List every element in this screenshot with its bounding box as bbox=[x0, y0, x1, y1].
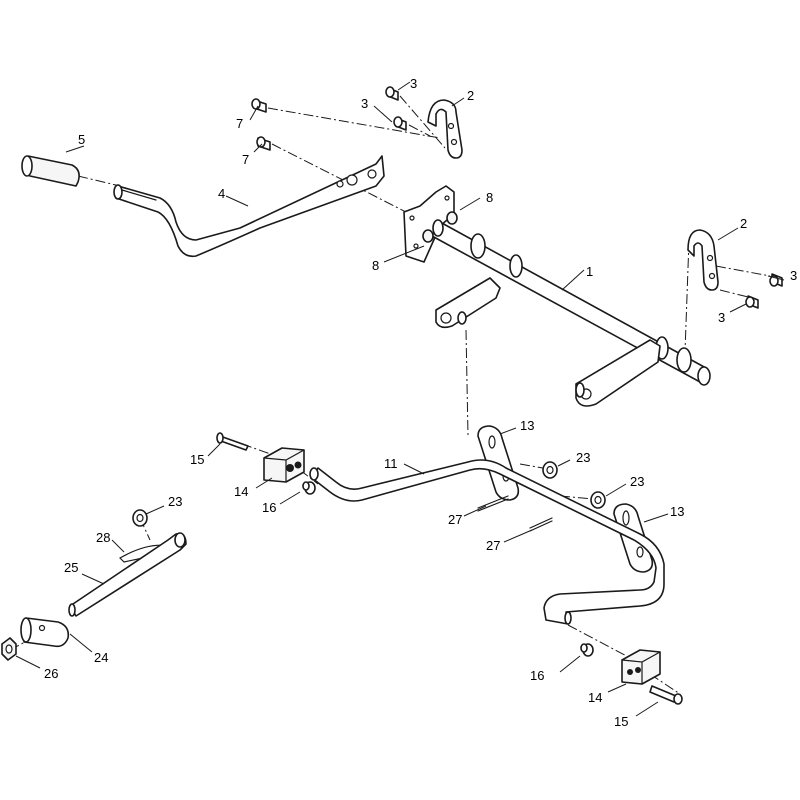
bolt-part-3d bbox=[745, 295, 759, 309]
callout-3-right-upper: 3 bbox=[790, 268, 797, 283]
rod-part-25 bbox=[68, 532, 187, 617]
callout-8-lower: 8 bbox=[372, 258, 379, 273]
bolt-part-3a bbox=[385, 86, 399, 101]
callout-14-left: 14 bbox=[234, 484, 248, 499]
callout-15-left: 15 bbox=[190, 452, 204, 467]
callout-13-lower: 13 bbox=[670, 504, 684, 519]
callout-23-upper: 23 bbox=[576, 450, 590, 465]
washer-part-23b bbox=[590, 491, 606, 509]
washer-part-23a bbox=[542, 461, 558, 479]
callout-7-lower: 7 bbox=[242, 152, 249, 167]
cotter-pin-part-27a bbox=[477, 495, 509, 512]
callout-5: 5 bbox=[78, 132, 85, 147]
callout-1: 1 bbox=[586, 264, 593, 279]
bolt-part-3b bbox=[393, 116, 407, 131]
callout-28: 28 bbox=[96, 530, 110, 545]
control-rod-part-11 bbox=[309, 459, 665, 625]
callout-26: 26 bbox=[44, 666, 58, 681]
callout-16-right: 16 bbox=[530, 668, 544, 683]
collar-part-24 bbox=[20, 617, 70, 648]
block-part-14b bbox=[621, 649, 661, 685]
callout-25: 25 bbox=[64, 560, 78, 575]
bushing-part-16b bbox=[580, 643, 594, 657]
nut-part-8b bbox=[422, 229, 434, 243]
callout-13-upper: 13 bbox=[520, 418, 534, 433]
bushing-part-16a bbox=[302, 481, 316, 495]
callout-3-right-lower: 3 bbox=[718, 310, 725, 325]
grip-part-5 bbox=[21, 155, 80, 187]
callout-3-top: 3 bbox=[410, 76, 417, 91]
callout-14-right: 14 bbox=[588, 690, 602, 705]
callout-labels: 1 2 2 3 3 3 3 4 5 7 7 8 8 11 13 13 14 14… bbox=[44, 76, 797, 729]
callout-2-right: 2 bbox=[740, 216, 747, 231]
callout-27-upper: 27 bbox=[448, 512, 462, 527]
washer-part-23c bbox=[132, 509, 148, 527]
bolt-part-7b bbox=[256, 136, 271, 151]
callout-15-right: 15 bbox=[614, 714, 628, 729]
callout-2-top: 2 bbox=[467, 88, 474, 103]
callout-8-upper: 8 bbox=[486, 190, 493, 205]
callout-23-middle: 23 bbox=[630, 474, 644, 489]
callout-27-lower: 27 bbox=[486, 538, 500, 553]
cotter-pin-part-27b bbox=[529, 517, 553, 532]
bolt-part-7a bbox=[251, 98, 267, 113]
bolt-part-3c bbox=[769, 273, 783, 287]
callout-11: 11 bbox=[384, 456, 398, 471]
cross-shaft-part-1 bbox=[403, 185, 711, 407]
nut-part-8a bbox=[446, 211, 458, 225]
callout-16-left: 16 bbox=[262, 500, 276, 515]
hook-bracket-part-2a bbox=[427, 99, 463, 159]
block-part-14a bbox=[263, 447, 305, 483]
hook-bracket-part-2b bbox=[687, 229, 719, 291]
pin-part-15b bbox=[649, 685, 683, 705]
control-lever-part-4 bbox=[113, 155, 385, 258]
callout-4: 4 bbox=[218, 186, 225, 201]
callout-23-left: 23 bbox=[168, 494, 182, 509]
callout-7-upper: 7 bbox=[236, 116, 243, 131]
callout-24: 24 bbox=[94, 650, 108, 665]
assembly-lines bbox=[9, 95, 771, 695]
callout-3-mid: 3 bbox=[361, 96, 368, 111]
leader-lines bbox=[15, 81, 785, 717]
nut-part-26 bbox=[1, 637, 17, 661]
pin-part-15a bbox=[216, 432, 249, 451]
